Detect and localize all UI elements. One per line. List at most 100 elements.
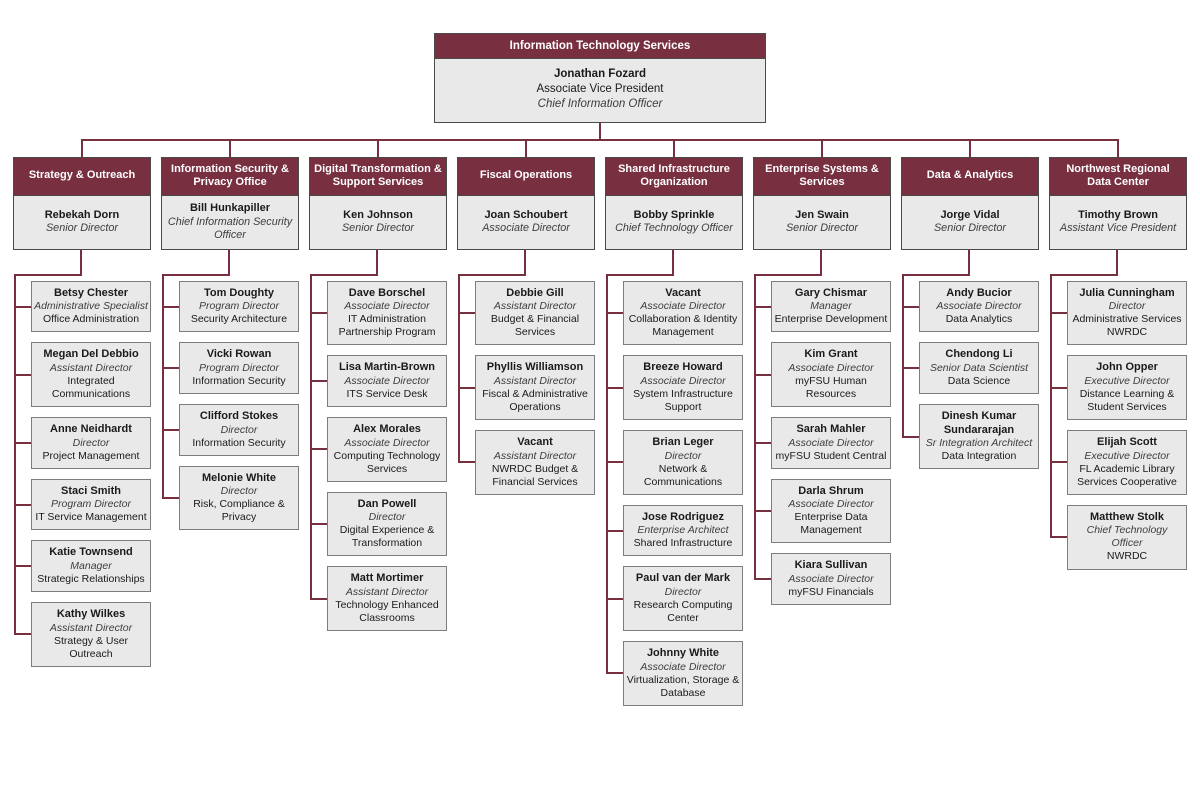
member-box: John Opper Executive Director Distance L…: [1067, 355, 1187, 421]
members: Andy Bucior Associate Director Data Anal…: [902, 275, 1039, 475]
member-name: Breeze Howard: [643, 361, 723, 374]
member-box: Betsy Chester Administrative Specialist …: [31, 280, 151, 333]
member-name: Brian Leger: [652, 436, 714, 449]
member-title: Associate Director: [640, 300, 726, 313]
member-title: Director: [220, 485, 258, 498]
member-row: Kathy Wilkes Assistant Director Strategy…: [14, 597, 151, 672]
member-unit: Risk, Compliance & Privacy: [193, 498, 285, 524]
member-row: Lisa Martin-Brown Associate Director ITS…: [310, 350, 447, 412]
member-name: Elijah Scott: [1097, 436, 1157, 449]
member-row: Breeze Howard Associate Director System …: [606, 350, 743, 425]
member-name: Phyllis Williamson: [486, 361, 584, 374]
member-title: Associate Director: [788, 573, 874, 586]
division-head-body: Joan Schoubert Associate Director: [458, 196, 594, 249]
division-head-name: Bill Hunkapiller: [189, 202, 271, 215]
division-header: Data & Analytics: [902, 157, 1038, 196]
member-unit: myFSU Human Resources: [795, 375, 867, 401]
member-name: Dan Powell: [357, 497, 417, 510]
member-title: Director: [368, 511, 406, 524]
member-row: Betsy Chester Administrative Specialist …: [14, 275, 151, 338]
division-head-body: Bobby Sprinkle Chief Technology Officer: [606, 196, 742, 249]
division-box: Fiscal Operations Joan Schoubert Associa…: [457, 156, 595, 250]
member-row: Dinesh Kumar Sundararajan Sr Integration…: [902, 399, 1039, 474]
member-title: Senior Data Scientist: [929, 362, 1029, 375]
member-row: Kiara Sullivan Associate Director myFSU …: [754, 548, 891, 610]
member-unit: myFSU Financials: [788, 586, 874, 599]
member-title: Assistant Director: [49, 362, 133, 375]
members: Tom Doughty Program Director Security Ar…: [162, 275, 299, 536]
division-head-name: Bobby Sprinkle: [633, 209, 715, 222]
member-title: Associate Director: [788, 362, 874, 375]
division-box: Enterprise Systems & Services Jen Swain …: [753, 156, 891, 250]
member-title: Program Director: [51, 498, 131, 511]
members: Vacant Associate Director Collaboration …: [606, 275, 743, 711]
division-head-body: Ken Johnson Senior Director: [310, 196, 446, 249]
member-row: Vacant Associate Director Collaboration …: [606, 275, 743, 351]
division-connector-elbow: [14, 249, 82, 276]
members: Dave Borschel Associate Director IT Admi…: [310, 275, 447, 636]
member-box: Andy Bucior Associate Director Data Anal…: [919, 280, 1039, 333]
member-box: Matthew Stolk Chief Technology Officer N…: [1067, 504, 1187, 570]
member-name: Jose Rodriguez: [642, 510, 724, 523]
division-connector-elbow: [458, 249, 526, 276]
member-box: Clifford Stokes Director Information Sec…: [179, 404, 299, 456]
member-box: Matt Mortimer Assistant Director Technol…: [327, 566, 447, 632]
member-box: Sarah Mahler Associate Director myFSU St…: [771, 417, 891, 469]
member-name: Kathy Wilkes: [56, 608, 126, 621]
member-name: Matthew Stolk: [1090, 510, 1164, 523]
member-name: Alex Morales: [353, 423, 421, 436]
member-name: Kiara Sullivan: [794, 559, 868, 572]
division-header: Information Security & Privacy Office: [162, 157, 298, 196]
members: Debbie Gill Assistant Director Budget & …: [458, 275, 595, 500]
member-unit: Administrative Services NWRDC: [1072, 313, 1182, 339]
member-row: Jose Rodriguez Enterprise Architect Shar…: [606, 499, 743, 562]
member-title: Sr Integration Architect: [925, 437, 1033, 450]
member-name: John Opper: [1096, 361, 1158, 374]
member-title: Assistant Director: [49, 621, 133, 634]
member-title: Director: [1108, 300, 1146, 313]
member-unit: Digital Experience & Transformation: [339, 524, 435, 550]
member-name: Lisa Martin-Brown: [339, 361, 435, 374]
member-unit: Strategic Relationships: [37, 573, 145, 586]
member-title: Director: [664, 449, 702, 462]
member-row: Matt Mortimer Assistant Director Technol…: [310, 561, 447, 636]
division-connector-elbow: [1050, 249, 1118, 276]
member-row: John Opper Executive Director Distance L…: [1050, 350, 1187, 425]
member-box: Staci Smith Program Director IT Service …: [31, 478, 151, 531]
member-box: Breeze Howard Associate Director System …: [623, 355, 743, 421]
division-head-title: Associate Director: [482, 222, 570, 235]
member-box: Johnny White Associate Director Virtuali…: [623, 641, 743, 706]
member-name: Staci Smith: [61, 484, 121, 497]
division-connector-elbow: [162, 249, 230, 276]
member-title: Chief Technology Officer: [1086, 524, 1168, 550]
member-title: Assistant Director: [493, 375, 577, 388]
member-unit: myFSU Student Central: [775, 449, 887, 462]
division-header: Fiscal Operations: [458, 157, 594, 196]
member-box: Vacant Associate Director Collaboration …: [623, 280, 743, 346]
member-box: Tom Doughty Program Director Security Ar…: [179, 280, 299, 333]
member-title: Associate Director: [344, 300, 430, 313]
root-box: Information Technology Services Jonathan…: [434, 33, 766, 123]
member-unit: Enterprise Development: [774, 313, 888, 326]
member-row: Melonie White Director Risk, Compliance …: [162, 460, 299, 536]
member-name: Chendong Li: [945, 348, 1013, 361]
member-unit: Information Security: [192, 436, 286, 449]
member-unit: Budget & Financial Services: [490, 313, 580, 339]
member-name: Matt Mortimer: [350, 572, 424, 585]
member-row: Darla Shrum Associate Director Enterpris…: [754, 473, 891, 549]
division-column: Digital Transformation & Support Service…: [309, 138, 447, 636]
division-head-name: Rebekah Dorn: [44, 209, 120, 222]
division-header: Enterprise Systems & Services: [754, 157, 890, 196]
member-box: Paul van der Mark Director Research Comp…: [623, 566, 743, 632]
member-unit: System Infrastructure Support: [633, 388, 733, 414]
member-box: Kathy Wilkes Assistant Director Strategy…: [31, 602, 151, 667]
member-box: Vicki Rowan Program Director Information…: [179, 342, 299, 395]
division-column: Strategy & Outreach Rebekah Dorn Senior …: [13, 138, 151, 672]
member-box: Debbie Gill Assistant Director Budget & …: [475, 280, 595, 346]
division-connector-elbow: [606, 249, 674, 276]
member-unit: Technology Enhanced Classrooms: [335, 599, 439, 625]
member-title: Associate Director: [788, 498, 874, 511]
division-box: Information Security & Privacy Office Bi…: [161, 156, 299, 250]
member-name: Katie Townsend: [49, 546, 133, 559]
member-title: Administrative Specialist: [34, 300, 148, 313]
